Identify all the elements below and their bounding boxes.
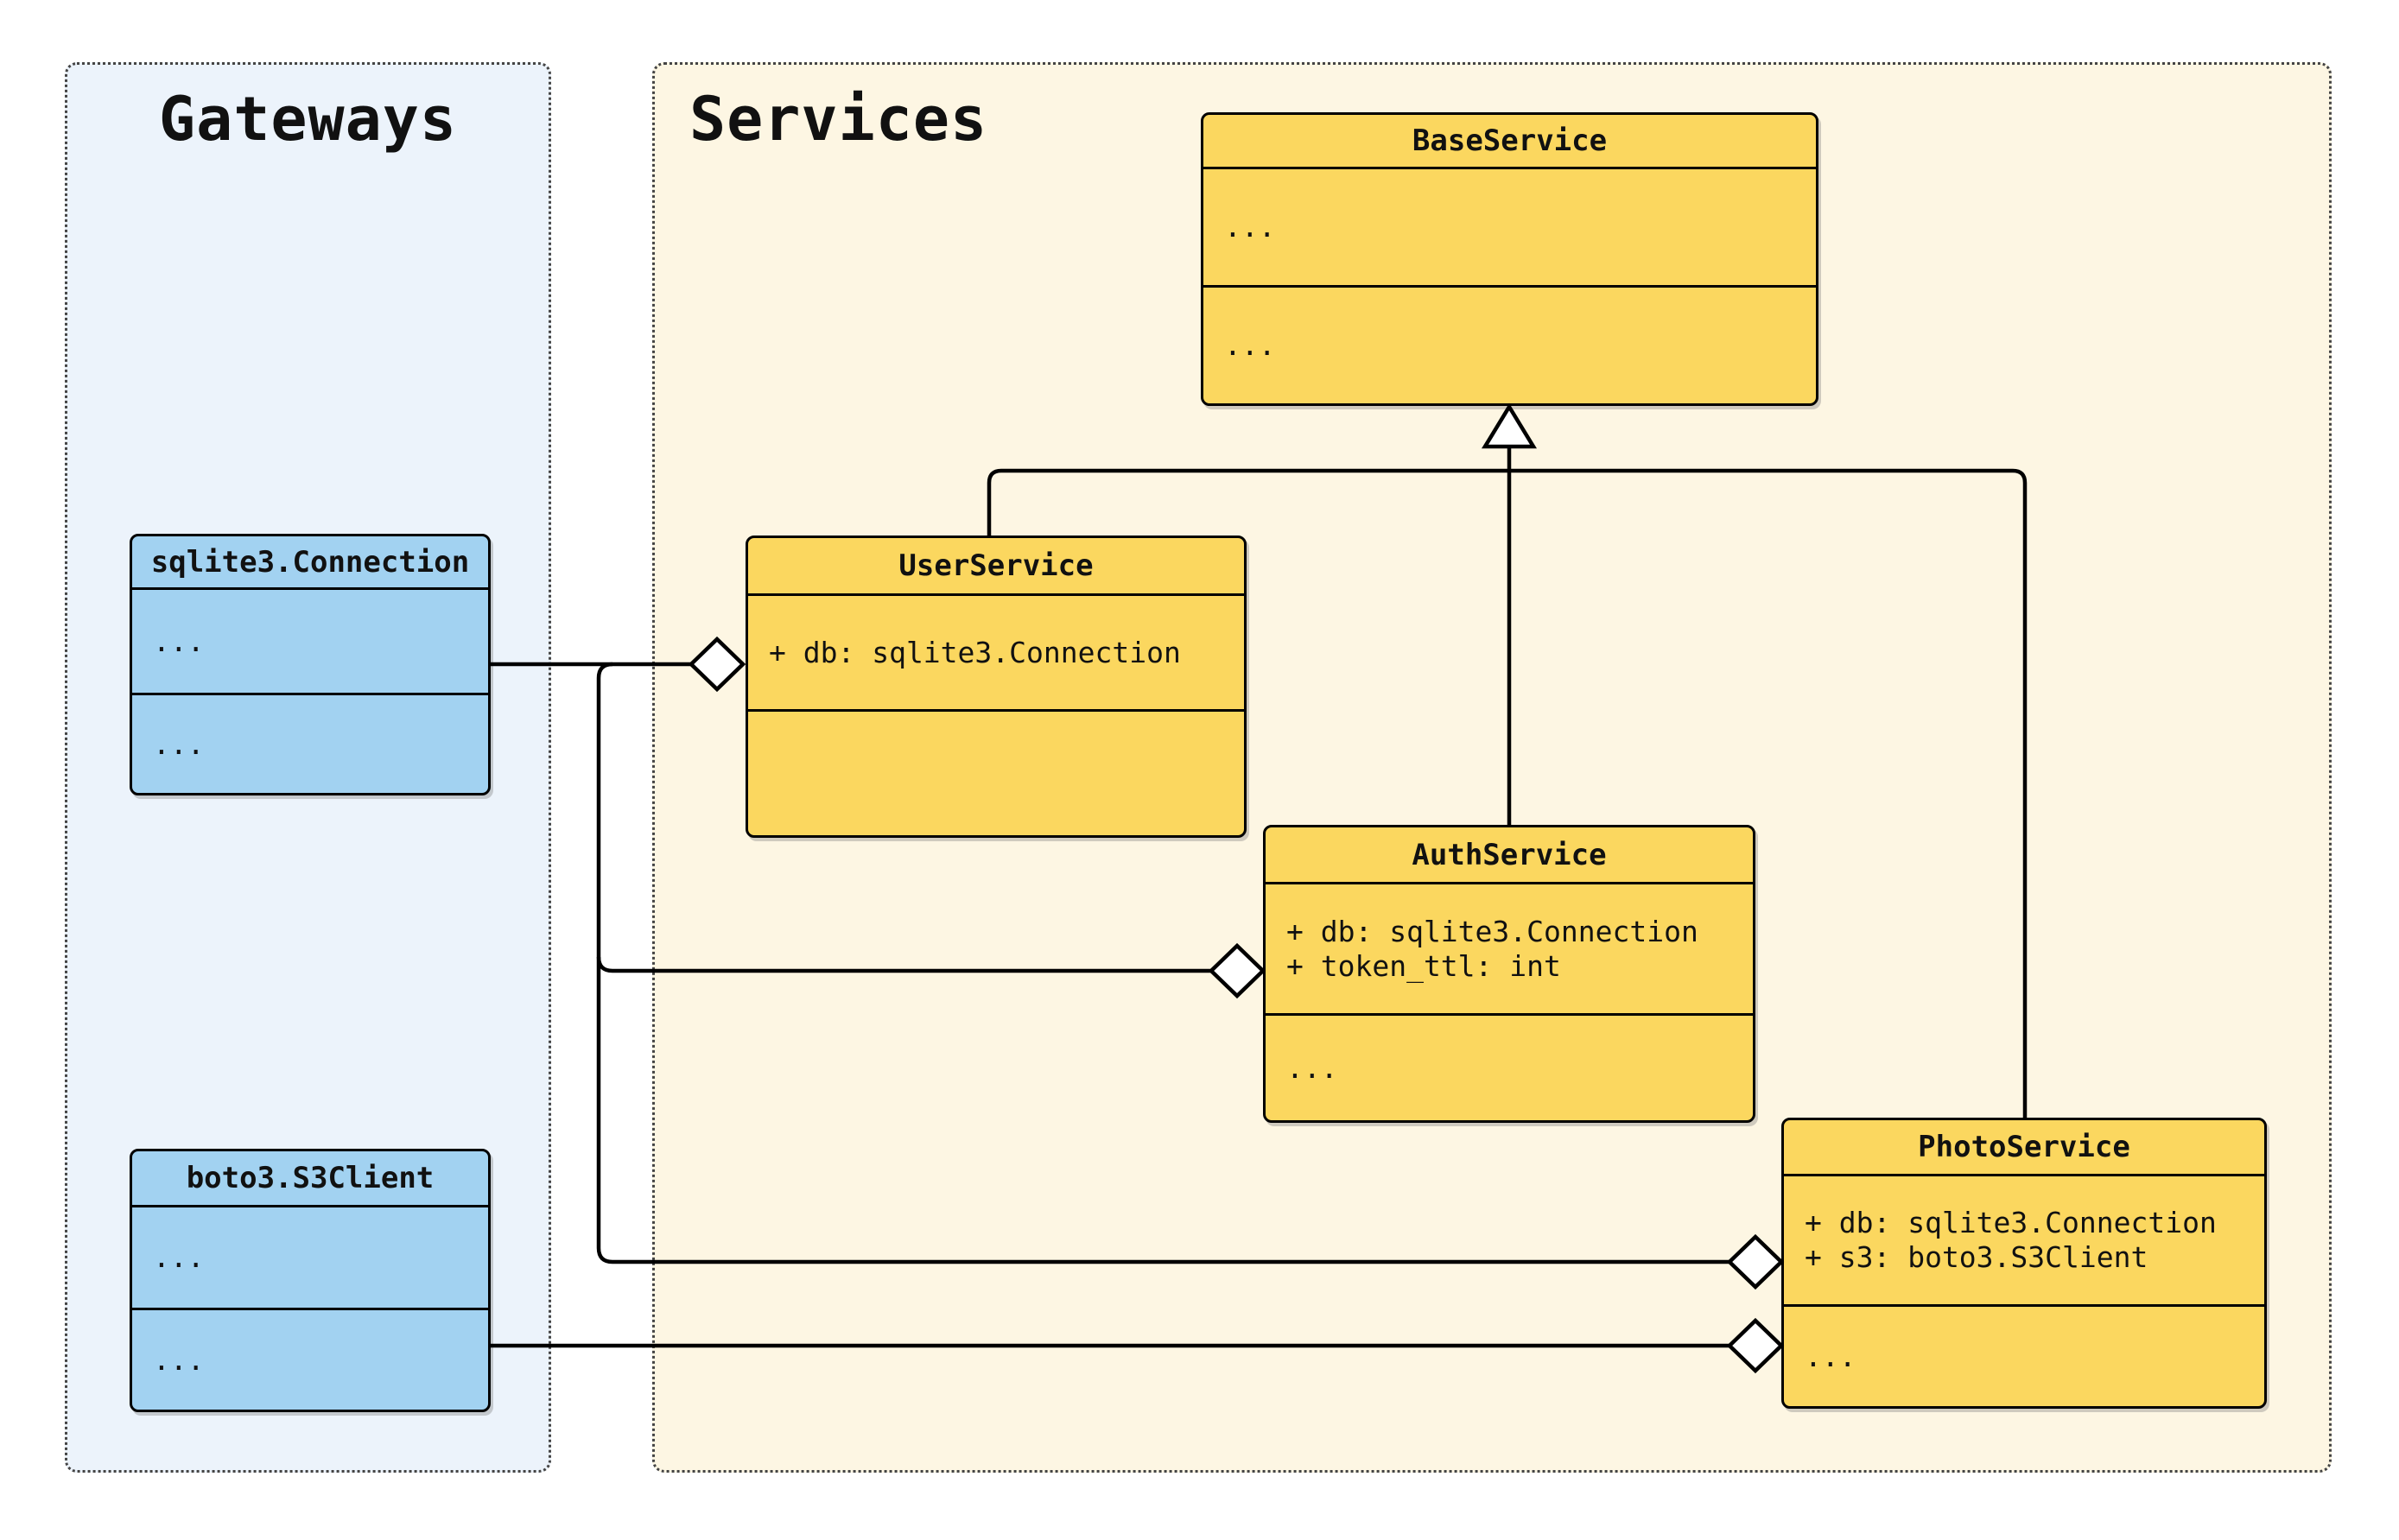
method-line: ...	[1805, 1339, 1856, 1373]
class-user-service: UserService + db: sqlite3.Connection	[746, 536, 1247, 838]
method-line: ...	[153, 726, 205, 761]
class-methods: ...	[132, 1310, 488, 1410]
class-title: sqlite3.Connection	[132, 536, 488, 590]
class-attributes: ...	[132, 590, 488, 695]
attribute-line: + token_ttl: int	[1286, 948, 1561, 983]
class-attributes: ...	[1203, 169, 1816, 288]
class-attributes: + db: sqlite3.Connection + s3: boto3.S3C…	[1784, 1176, 2264, 1307]
class-title: boto3.S3Client	[132, 1151, 488, 1207]
attribute-line: + db: sqlite3.Connection	[769, 635, 1181, 669]
class-methods	[748, 712, 1244, 835]
attribute-line: ...	[153, 624, 205, 658]
class-attributes: + db: sqlite3.Connection	[748, 596, 1244, 712]
class-auth-service: AuthService + db: sqlite3.Connection + t…	[1263, 825, 1755, 1123]
class-title: BaseService	[1203, 115, 1816, 169]
method-line: ...	[1224, 328, 1276, 362]
services-panel-title: Services	[689, 84, 988, 155]
class-title: AuthService	[1266, 827, 1753, 884]
class-photo-service: PhotoService + db: sqlite3.Connection + …	[1781, 1118, 2267, 1409]
class-attributes: + db: sqlite3.Connection + token_ttl: in…	[1266, 884, 1753, 1016]
gateways-panel-title: Gateways	[158, 84, 458, 155]
class-methods: ...	[1203, 288, 1816, 403]
attribute-line: + s3: boto3.S3Client	[1805, 1240, 2148, 1274]
class-methods: ...	[1266, 1016, 1753, 1120]
class-title: PhotoService	[1784, 1120, 2264, 1176]
attribute-line: ...	[153, 1240, 205, 1274]
class-base-service: BaseService ... ...	[1201, 112, 1818, 406]
class-methods: ...	[1784, 1307, 2264, 1406]
class-attributes: ...	[132, 1207, 488, 1310]
method-line: ...	[1286, 1050, 1338, 1085]
class-title: UserService	[748, 538, 1244, 596]
attribute-line: + db: sqlite3.Connection	[1286, 914, 1698, 948]
attribute-line: ...	[1224, 210, 1276, 244]
method-line: ...	[153, 1342, 205, 1377]
class-boto3-s3client: boto3.S3Client ... ...	[130, 1149, 491, 1412]
class-sqlite3-connection: sqlite3.Connection ... ...	[130, 534, 491, 795]
attribute-line: + db: sqlite3.Connection	[1805, 1206, 2217, 1239]
class-methods: ...	[132, 695, 488, 793]
